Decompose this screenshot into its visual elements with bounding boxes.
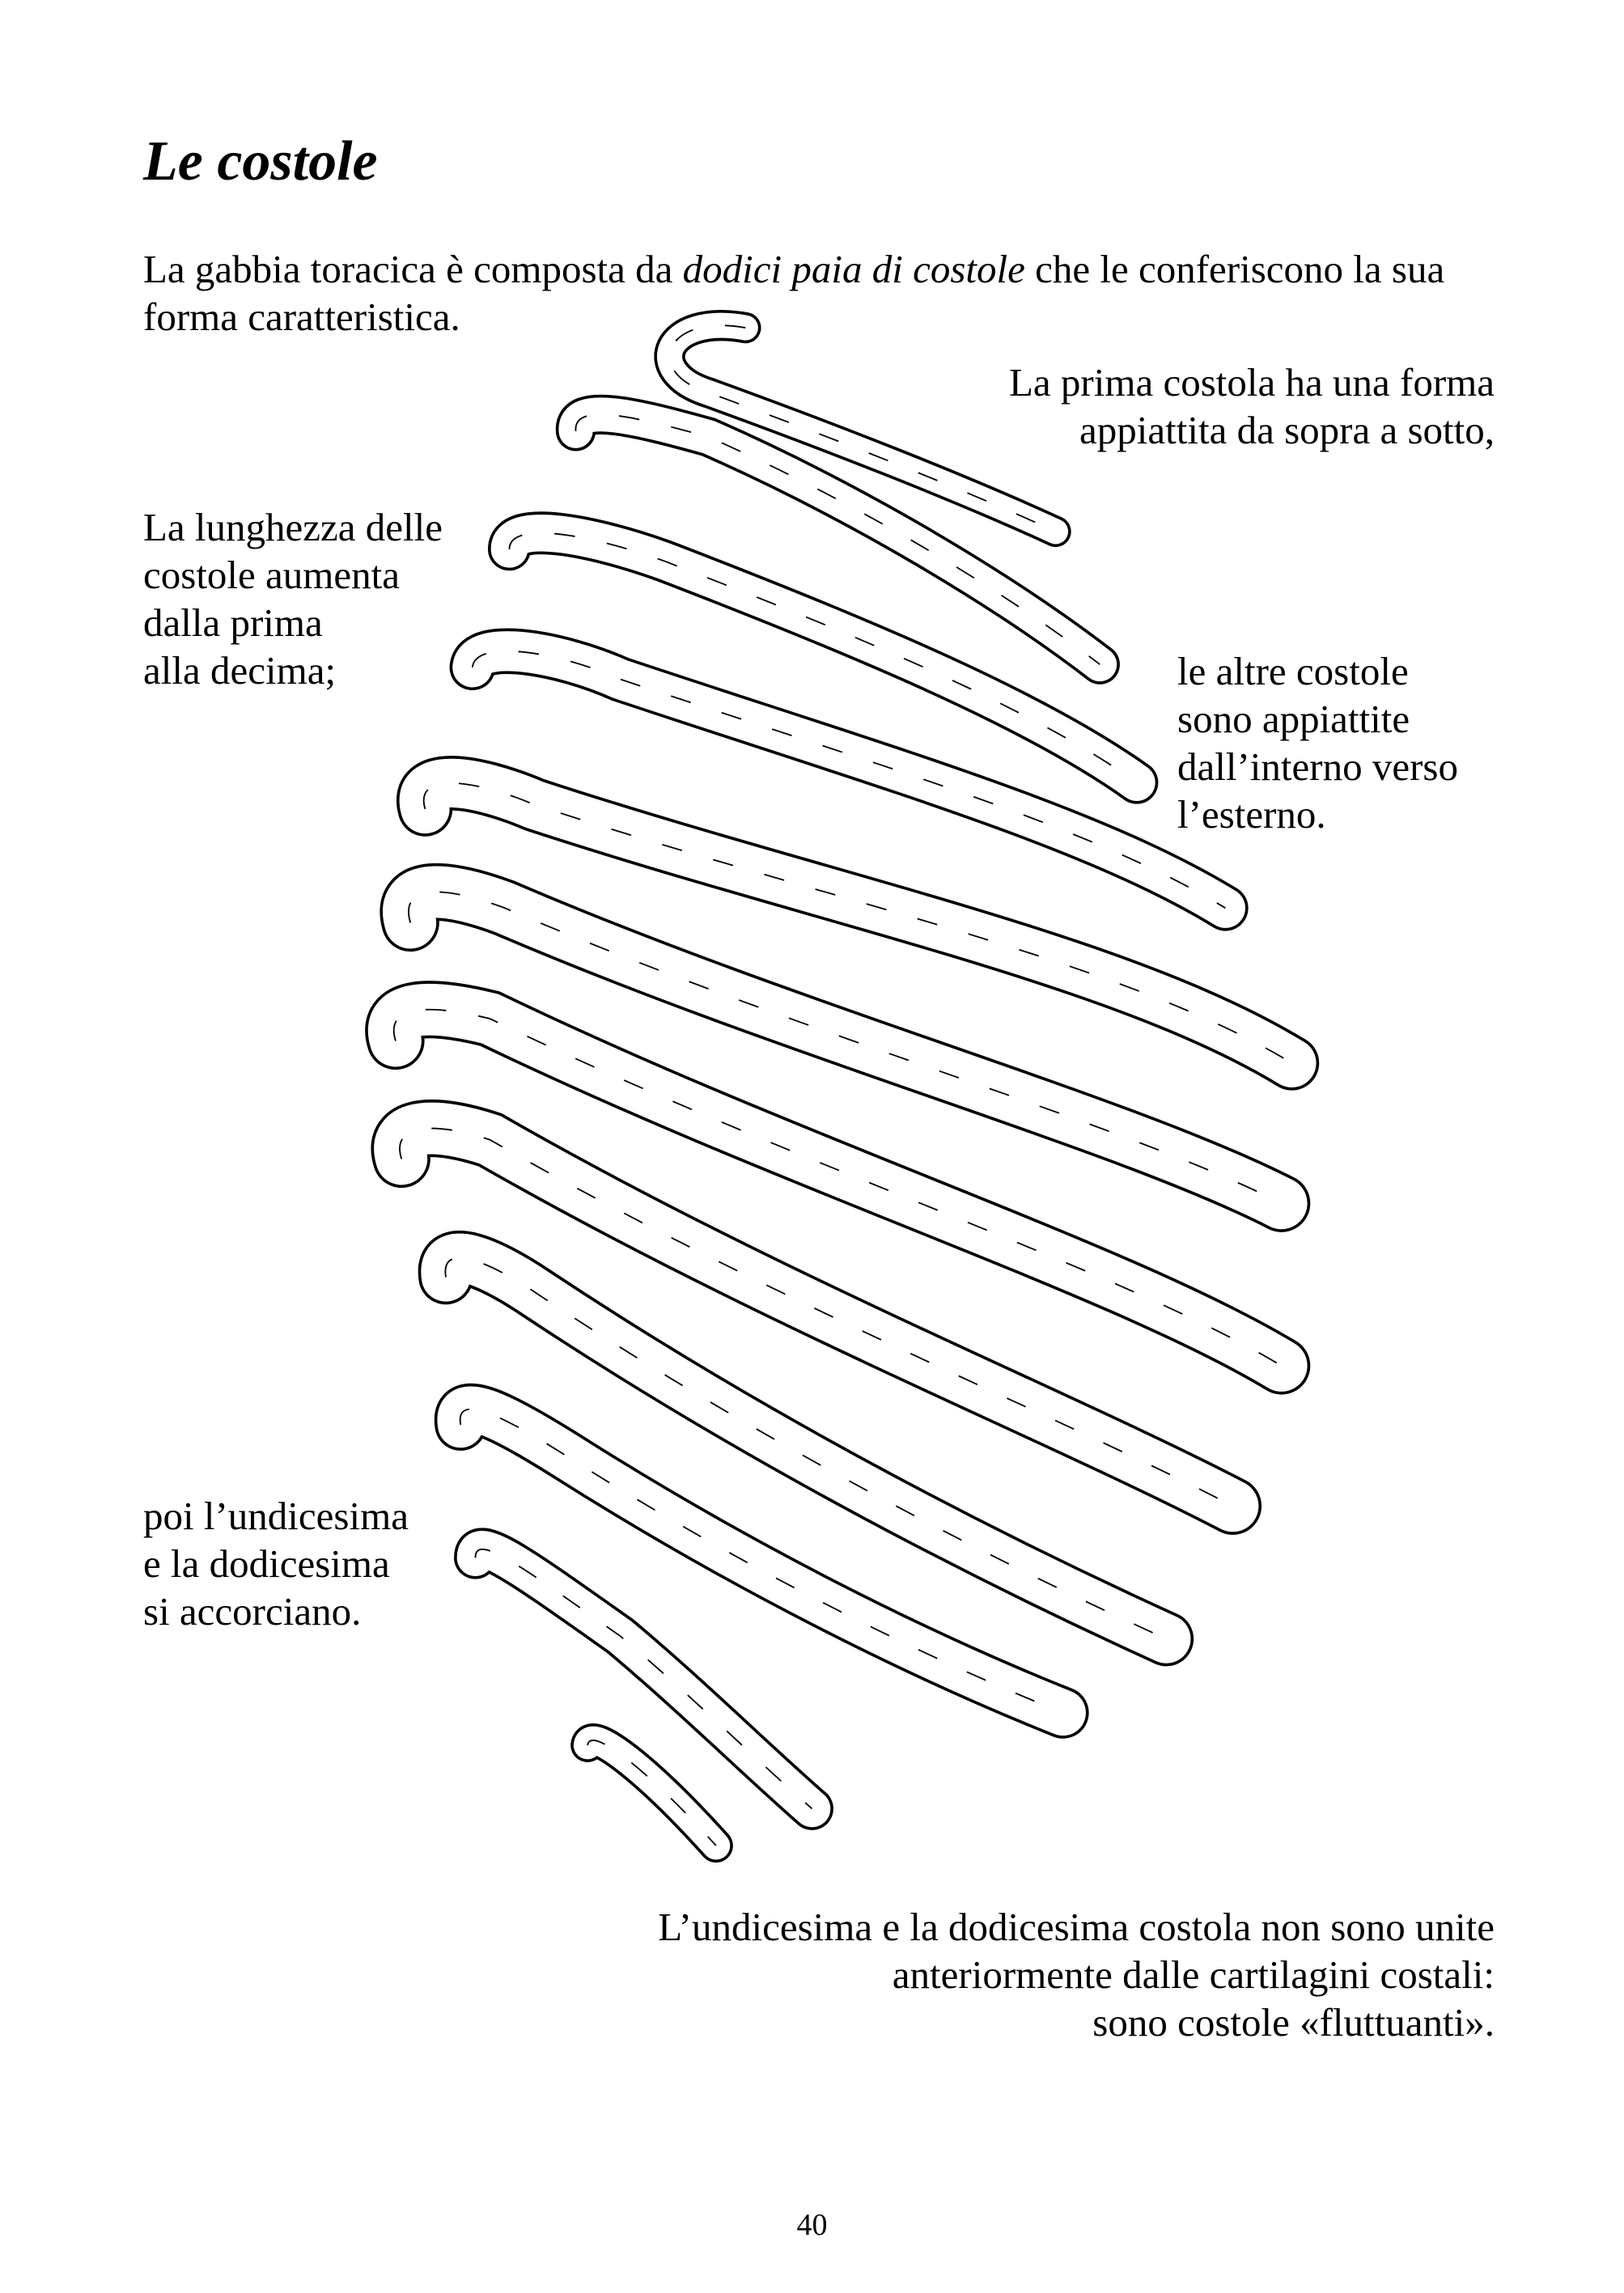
rib-2: [555, 394, 1120, 685]
note-line: l’esterno.: [1177, 792, 1326, 837]
intro-line-1: La gabbia toracica è composta da dodici …: [143, 245, 1444, 293]
note-line: L’undicesima e la dodicesima costola non…: [658, 1905, 1495, 1949]
rib-8: [371, 1099, 1262, 1535]
note-line: sono appiattite: [1177, 697, 1410, 741]
other-ribs-note: le altre costole sono appiattite dall’in…: [1177, 647, 1458, 838]
page-title: Le costole: [143, 130, 378, 193]
rib-12: [570, 1723, 733, 1863]
length-note: La lunghezza delle costole aumenta dalla…: [143, 503, 443, 694]
note-line: dall’interno verso: [1177, 744, 1458, 789]
shorten-note: poi l’undicesima e la dodicesima si acco…: [143, 1492, 409, 1635]
page-number: 40: [796, 2208, 828, 2242]
rib-10: [434, 1383, 1089, 1739]
note-line: dalla prima: [143, 600, 323, 645]
rib-7: [365, 981, 1311, 1395]
rib-1: [654, 310, 1071, 548]
intro-text-end: che le conferiscono la sua: [1024, 247, 1445, 291]
rib-4: [449, 628, 1249, 931]
rib-11: [454, 1528, 833, 1830]
intro-line-2: forma caratteristica.: [143, 295, 460, 339]
note-line: poi l’undicesima: [143, 1494, 409, 1538]
rib-9: [418, 1230, 1194, 1667]
rib-5: [396, 756, 1320, 1091]
note-line: costole aumenta: [143, 553, 401, 597]
intro-text: La gabbia toracica è composta da: [143, 247, 683, 291]
rib-6: [379, 863, 1311, 1232]
note-line: le altre costole: [1177, 649, 1409, 693]
note-line: sono costole «fluttuanti».: [1092, 2000, 1495, 2045]
floating-ribs-note: L’undicesima e la dodicesima costola non…: [658, 1903, 1495, 2046]
first-rib-note: La prima costola ha una forma appiattita…: [1009, 358, 1495, 454]
note-line: La prima costola ha una forma: [1008, 360, 1495, 405]
intro-emphasis: dodici paia di costole: [682, 247, 1025, 291]
note-line: si accorciano.: [143, 1589, 362, 1634]
note-line: alla decima;: [143, 648, 337, 693]
note-line: La lunghezza delle: [143, 505, 443, 549]
note-line: appiattita da sopra a sotto,: [1079, 408, 1495, 452]
note-line: e la dodicesima: [143, 1541, 390, 1586]
note-line: anteriormente dalle cartilagini costali:: [892, 1952, 1495, 1997]
rib-3: [488, 511, 1159, 804]
